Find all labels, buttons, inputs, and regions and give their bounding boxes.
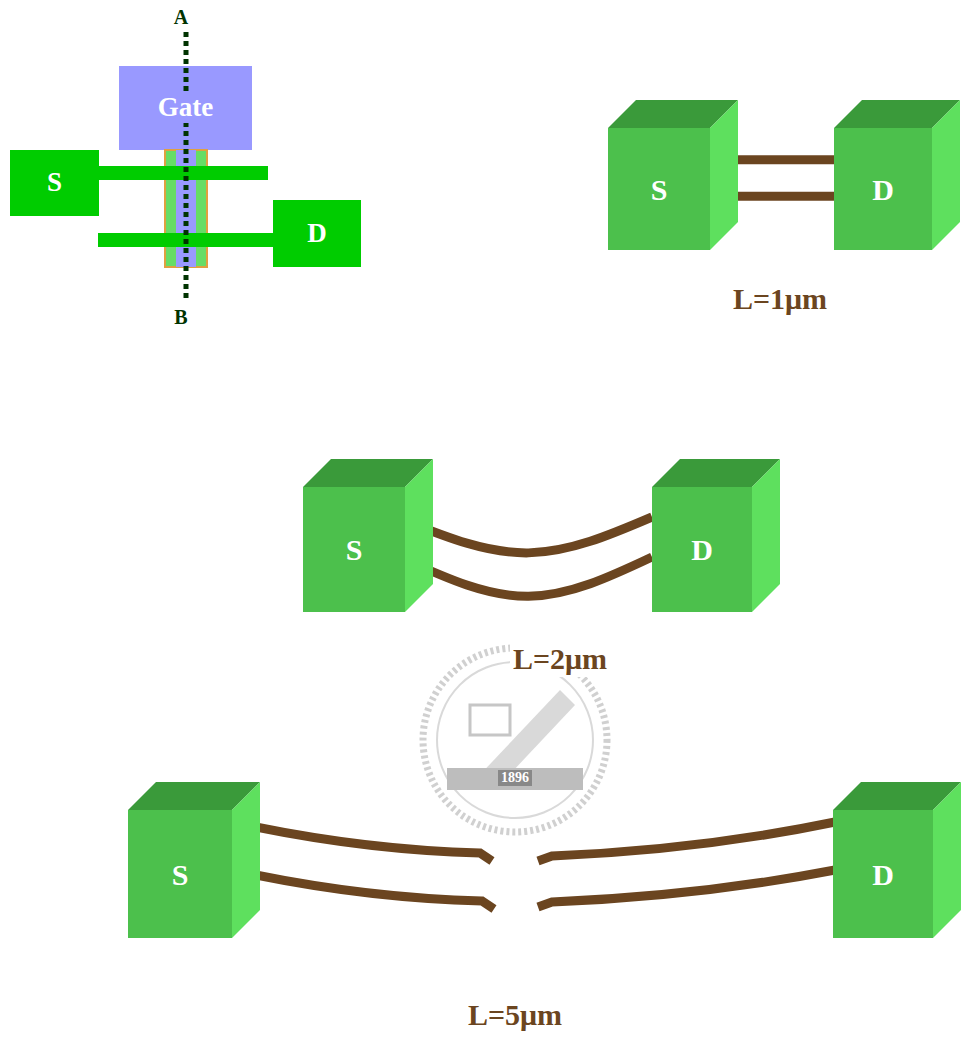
node-text: D [691, 533, 713, 566]
wire [405, 557, 652, 596]
broken-wire [538, 822, 835, 861]
gate-box: Gate [119, 66, 252, 150]
node-text: S [47, 168, 62, 198]
cube-side [932, 100, 960, 250]
terminal-cube: D [833, 810, 933, 938]
watermark: 1896 [498, 770, 532, 786]
node-text: D [872, 173, 894, 206]
logo-ring [437, 662, 593, 818]
length-label: L=2μm [510, 642, 610, 677]
terminal-cube: S [608, 128, 710, 250]
wire [405, 517, 652, 553]
cube-faces [608, 100, 738, 250]
logo-book [470, 705, 510, 735]
cube-faces [652, 459, 780, 612]
broken-wire [232, 822, 492, 861]
cube-faces [303, 459, 433, 612]
cube-side [752, 459, 780, 612]
terminal-cube: D [652, 487, 752, 612]
terminal-cube: D [834, 128, 932, 250]
section-label: B [171, 306, 190, 329]
length-label: L=1μm [730, 282, 830, 317]
cube-faces [128, 782, 260, 938]
terminal-box: S [10, 150, 99, 216]
cube-side [232, 782, 260, 938]
cut-line [184, 32, 189, 300]
broken-wire [538, 870, 835, 907]
node-text: S [346, 533, 363, 566]
node-text: S [172, 858, 189, 891]
broken-wires [232, 822, 835, 909]
node-text: Gate [156, 93, 215, 123]
cube-side [710, 100, 738, 250]
cube-faces [834, 100, 960, 250]
logo-band [447, 768, 583, 790]
terminal-cube: S [128, 810, 232, 938]
node-text: D [307, 219, 327, 249]
section-label: A [171, 6, 191, 29]
cube-side [933, 782, 961, 938]
length-label: L=5μm [465, 998, 565, 1033]
cube-faces [833, 782, 961, 938]
cube-side [405, 459, 433, 612]
node-text: S [651, 173, 668, 206]
node-text: D [872, 858, 894, 891]
terminal-cube: S [303, 487, 405, 612]
terminal-box: D [273, 200, 361, 267]
broken-wire [232, 870, 494, 909]
